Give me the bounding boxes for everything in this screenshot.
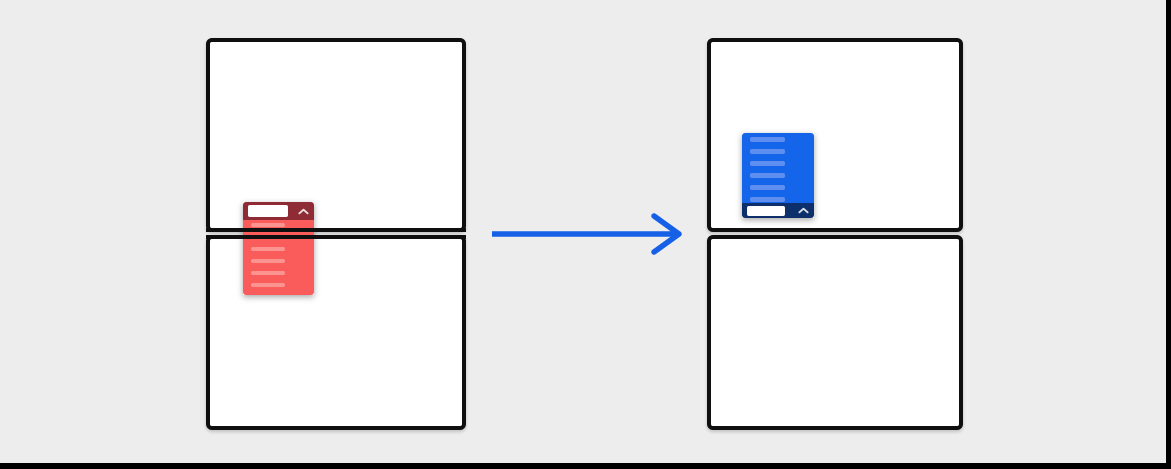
combobox-control-bar [243, 202, 314, 220]
list-item-bar [750, 185, 785, 190]
combobox-popup-incorrect [243, 202, 314, 295]
combobox-input-field [248, 205, 288, 217]
dropdown-list [742, 133, 814, 203]
screen-boundary-border-top [206, 228, 466, 232]
screen-boundary-border-bottom [206, 235, 466, 239]
combobox-control-bar [742, 203, 814, 218]
list-item-bar [750, 137, 785, 142]
chevron-up-icon [298, 208, 309, 215]
list-item-bar [251, 271, 285, 275]
list-item-bar [750, 197, 785, 202]
right-arrow-icon [492, 213, 682, 255]
list-item-bar [251, 247, 285, 251]
list-item-bar [251, 223, 285, 227]
figure-frame-border-bottom [0, 463, 1171, 469]
list-item-bar [251, 259, 285, 263]
list-item-bar [750, 161, 785, 166]
combobox-input-field [747, 205, 785, 216]
dropdown-list [243, 220, 314, 295]
list-item-bar [750, 149, 785, 154]
list-item-bar [251, 283, 285, 287]
after-screen-bottom [707, 235, 963, 430]
before-screen-top [206, 38, 466, 232]
combobox-popup-correct [742, 133, 814, 218]
list-item-bar [750, 173, 785, 178]
chevron-up-icon [798, 207, 809, 214]
figure-frame-border-right [1166, 0, 1171, 469]
